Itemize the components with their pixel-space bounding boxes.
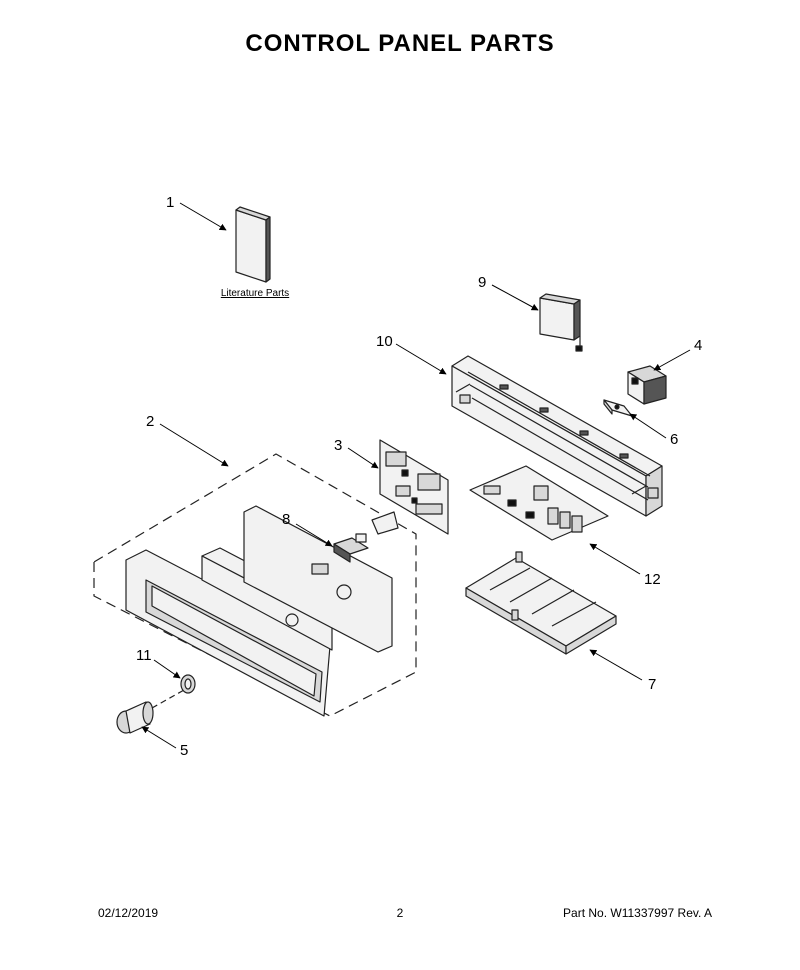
callout-label-3: 3 — [334, 437, 342, 454]
callout-7: 7 — [589, 649, 656, 693]
control-board-upper — [379, 439, 449, 535]
footer-part-number: Part No. W11337997 Rev. A — [563, 906, 712, 920]
board-mounting-tray — [465, 551, 617, 655]
bracket-cover — [539, 293, 583, 352]
footer-page-number: 2 — [396, 906, 404, 920]
callout-8: 8 — [282, 511, 333, 547]
callout-6: 6 — [629, 413, 678, 448]
retaining-clip — [603, 399, 633, 417]
callout-3: 3 — [334, 437, 379, 469]
callout-label-7: 7 — [648, 676, 656, 693]
callout-label-6: 6 — [670, 431, 678, 448]
page-title: CONTROL PANEL PARTS — [245, 30, 555, 57]
control-panel-assembly-outline — [93, 453, 417, 717]
callout-label-12: 12 — [644, 571, 661, 588]
callout-11: 11 — [136, 647, 181, 679]
callout-12: 12 — [589, 543, 661, 588]
callout-label-5: 5 — [180, 742, 188, 759]
control-knob — [116, 689, 185, 734]
selector-switch — [333, 511, 399, 563]
callout-label-8: 8 — [282, 511, 290, 528]
callout-4: 4 — [653, 337, 702, 371]
callout-label-9: 9 — [478, 274, 486, 291]
main-circuit-board — [469, 465, 609, 541]
literature-parts-label: Literature Parts — [221, 288, 289, 299]
callout-label-2: 2 — [146, 413, 154, 430]
callout-10: 10 — [376, 333, 447, 375]
callout-1: 1 — [166, 194, 227, 231]
callout-5: 5 — [141, 726, 188, 759]
callout-label-11: 11 — [136, 647, 152, 664]
callout-label-4: 4 — [694, 337, 702, 354]
relay-module — [627, 365, 667, 405]
callout-label-10: 10 — [376, 333, 393, 350]
callout-2: 2 — [146, 413, 229, 467]
literature-booklet — [235, 206, 271, 283]
callout-label-1: 1 — [166, 194, 174, 211]
console-panel — [125, 549, 331, 717]
control-panel-frame — [451, 355, 663, 517]
knob-bezel-ring — [180, 674, 196, 694]
footer-date: 02/12/2019 — [98, 906, 159, 920]
mounting-plate — [243, 505, 393, 653]
callout-9: 9 — [478, 274, 539, 311]
